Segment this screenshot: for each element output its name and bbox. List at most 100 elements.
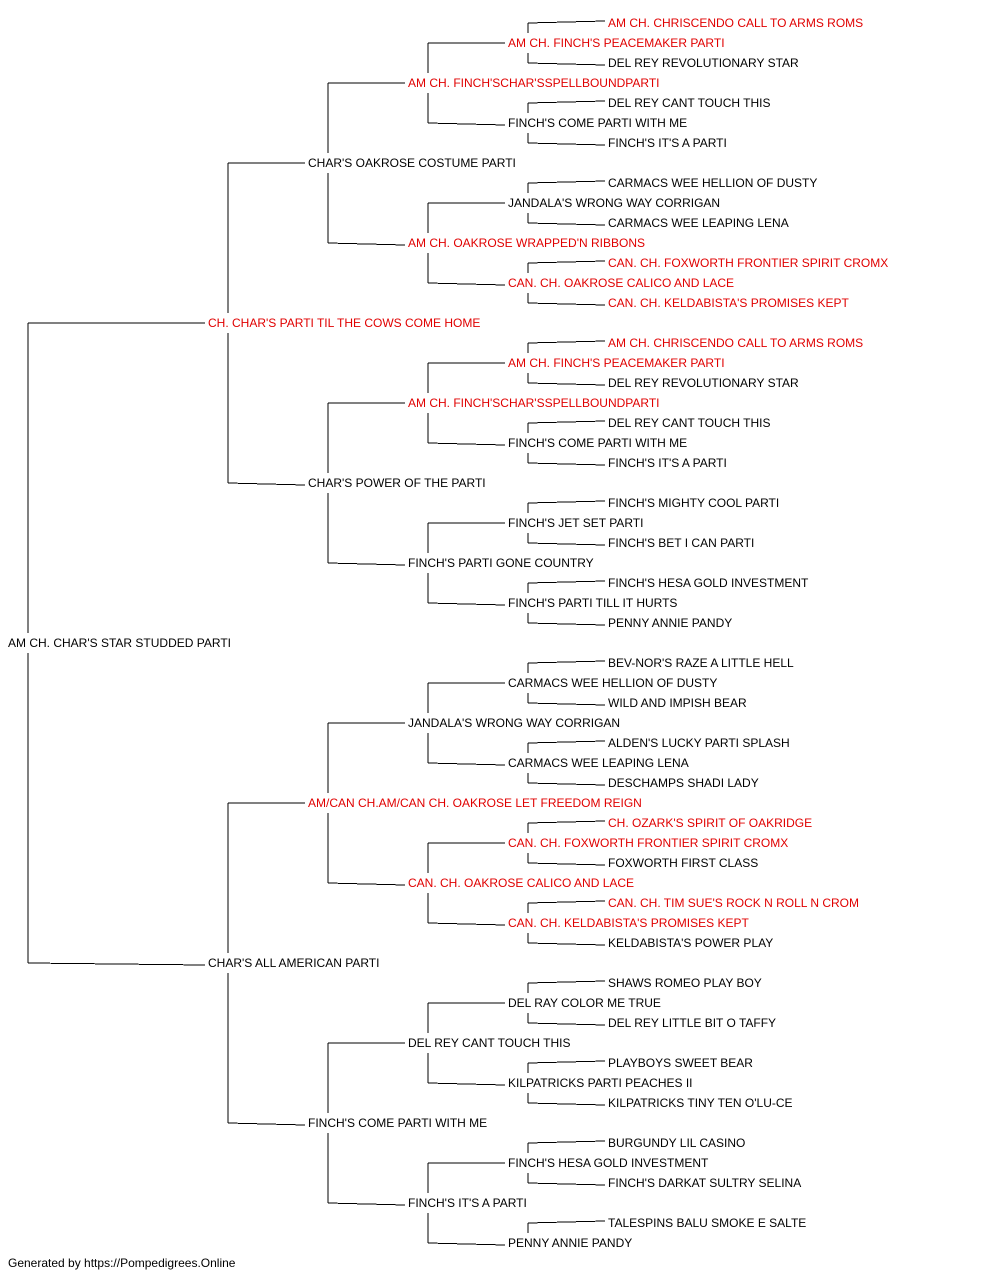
- subject-root-name: AM CH. CHAR'S STAR STUDDED PARTI: [8, 636, 231, 650]
- ggg-grandparent-sire-name: AM CH. CHRISCENDO CALL TO ARMS ROMS: [608, 16, 863, 30]
- ggg-grandparent-dam-name: FOXWORTH FIRST CLASS: [608, 856, 758, 870]
- pedigree-connector: [527, 980, 606, 984]
- ggg-grandparent-dam-name: DEL REY LITTLE BIT O TAFFY: [608, 1016, 776, 1030]
- pedigree-connector: [527, 500, 606, 504]
- pedigree-connector: [527, 340, 606, 344]
- gg-grandparent-dam-name: PENNY ANNIE PANDY: [508, 1236, 632, 1250]
- pedigree-connector: [427, 762, 506, 766]
- pedigree-connector: [527, 142, 606, 146]
- pedigree-connector: [527, 180, 606, 184]
- ggg-grandparent-dam-name: FINCH'S IT'S A PARTI: [608, 456, 727, 470]
- pedigree-connector: [527, 260, 606, 264]
- ggg-grandparent-sire-name: CAN. CH. TIM SUE'S ROCK N ROLL N CROM: [608, 896, 859, 910]
- gg-grandparent-dam-name: CAN. CH. KELDABISTA'S PROMISES KEPT: [508, 916, 749, 930]
- pedigree-connector: [227, 482, 306, 486]
- pedigree-connector: [327, 1202, 406, 1206]
- ggg-grandparent-sire-name: ALDEN'S LUCKY PARTI SPLASH: [608, 736, 790, 750]
- gg-grandparent-dam-name: FINCH'S PARTI TILL IT HURTS: [508, 596, 677, 610]
- pedigree-connector: [527, 660, 606, 664]
- pedigree-connector: [527, 222, 606, 226]
- ggg-grandparent-dam-name: PENNY ANNIE PANDY: [608, 616, 732, 630]
- gg-grandparent-dam-name: FINCH'S COME PARTI WITH ME: [508, 436, 687, 450]
- ggg-grandparent-dam-name: DEL REY REVOLUTIONARY STAR: [608, 376, 799, 390]
- gg-grandparent-sire-name: FINCH'S HESA GOLD INVESTMENT: [508, 1156, 709, 1170]
- pedigree-connector: [427, 282, 506, 286]
- ggg-grandparent-sire-name: CARMACS WEE HELLION OF DUSTY: [608, 176, 817, 190]
- ggg-grandparent-sire-name: BURGUNDY LIL CASINO: [608, 1136, 745, 1150]
- great-grandparent-dam-name: FINCH'S PARTI GONE COUNTRY: [408, 556, 594, 570]
- grandparent-sire-name: AM/CAN CH.AM/CAN CH. OAKROSE LET FREEDOM…: [308, 796, 642, 810]
- pedigree-connector: [527, 942, 606, 946]
- grandparent-dam-name: CHAR'S POWER OF THE PARTI: [308, 476, 486, 490]
- gg-grandparent-sire-name: JANDALA'S WRONG WAY CORRIGAN: [508, 196, 720, 210]
- pedigree-connector: [527, 820, 606, 824]
- ggg-grandparent-sire-name: BEV-NOR'S RAZE A LITTLE HELL: [608, 656, 794, 670]
- pedigree-connector: [527, 580, 606, 584]
- great-grandparent-dam-name: CAN. CH. OAKROSE CALICO AND LACE: [408, 876, 634, 890]
- pedigree-connector: [427, 602, 506, 606]
- ggg-grandparent-dam-name: DEL REY REVOLUTIONARY STAR: [608, 56, 799, 70]
- pedigree-connector: [527, 382, 606, 386]
- pedigree-connector: [427, 442, 506, 446]
- ggg-grandparent-sire-name: CAN. CH. FOXWORTH FRONTIER SPIRIT CROMX: [608, 256, 888, 270]
- gg-grandparent-dam-name: CAN. CH. OAKROSE CALICO AND LACE: [508, 276, 734, 290]
- pedigree-connector: [527, 702, 606, 706]
- ggg-grandparent-sire-name: SHAWS ROMEO PLAY BOY: [608, 976, 762, 990]
- pedigree-connector: [527, 100, 606, 104]
- ggg-grandparent-dam-name: KILPATRICKS TINY TEN O'LU-CE: [608, 1096, 793, 1110]
- ggg-grandparent-dam-name: FINCH'S BET I CAN PARTI: [608, 536, 754, 550]
- pedigree-connector: [527, 62, 606, 66]
- pedigree-connector: [527, 740, 606, 744]
- gg-grandparent-dam-name: CARMACS WEE LEAPING LENA: [508, 756, 689, 770]
- pedigree-connector: [527, 420, 606, 424]
- pedigree-connector: [527, 900, 606, 904]
- pedigree-connector: [327, 882, 406, 886]
- footer-credit: Generated by https://Pompedigrees.Online: [8, 1256, 236, 1270]
- great-grandparent-sire-name: JANDALA'S WRONG WAY CORRIGAN: [408, 716, 620, 730]
- gg-grandparent-sire-name: CAN. CH. FOXWORTH FRONTIER SPIRIT CROMX: [508, 836, 788, 850]
- pedigree-connector: [527, 20, 606, 24]
- grandparent-dam-name: FINCH'S COME PARTI WITH ME: [308, 1116, 487, 1130]
- gg-grandparent-sire-name: CARMACS WEE HELLION OF DUSTY: [508, 676, 717, 690]
- great-grandparent-sire-name: AM CH. FINCH'SCHAR'SSPELLBOUNDPARTI: [408, 396, 660, 410]
- parent-dam-name: CHAR'S ALL AMERICAN PARTI: [208, 956, 379, 970]
- great-grandparent-dam-name: FINCH'S IT'S A PARTI: [408, 1196, 527, 1210]
- ggg-grandparent-dam-name: CAN. CH. KELDABISTA'S PROMISES KEPT: [608, 296, 849, 310]
- grandparent-sire-name: CHAR'S OAKROSE COSTUME PARTI: [308, 156, 516, 170]
- ggg-grandparent-sire-name: DEL REY CANT TOUCH THIS: [608, 96, 771, 110]
- pedigree-connector: [227, 1122, 306, 1126]
- gg-grandparent-sire-name: DEL RAY COLOR ME TRUE: [508, 996, 661, 1010]
- pedigree-connector: [527, 542, 606, 546]
- gg-grandparent-sire-name: AM CH. FINCH'S PEACEMAKER PARTI: [508, 356, 725, 370]
- pedigree-connector: [527, 462, 606, 466]
- ggg-grandparent-sire-name: CH. OZARK'S SPIRIT OF OAKRIDGE: [608, 816, 812, 830]
- connector-lines: [27, 20, 606, 1246]
- ggg-grandparent-dam-name: DESCHAMPS SHADI LADY: [608, 776, 759, 790]
- pedigree-connector: [527, 622, 606, 626]
- ggg-grandparent-sire-name: AM CH. CHRISCENDO CALL TO ARMS ROMS: [608, 336, 863, 350]
- pedigree-connector: [327, 562, 406, 566]
- dog-labels: AM CH. CHAR'S STAR STUDDED PARTI CH. CHAR…: [8, 16, 888, 1250]
- gg-grandparent-sire-name: FINCH'S JET SET PARTI: [508, 516, 643, 530]
- pedigree-connector: [527, 1102, 606, 1106]
- pedigree-connector: [527, 302, 606, 306]
- ggg-grandparent-sire-name: FINCH'S HESA GOLD INVESTMENT: [608, 576, 809, 590]
- gg-grandparent-sire-name: AM CH. FINCH'S PEACEMAKER PARTI: [508, 36, 725, 50]
- parent-sire-name: CH. CHAR'S PARTI TIL THE COWS COME HOME: [208, 316, 480, 330]
- pedigree-connector: [427, 1242, 506, 1246]
- gg-grandparent-dam-name: KILPATRICKS PARTI PEACHES II: [508, 1076, 693, 1090]
- ggg-grandparent-dam-name: FINCH'S DARKAT SULTRY SELINA: [608, 1176, 801, 1190]
- ggg-grandparent-sire-name: TALESPINS BALU SMOKE E SALTE: [608, 1216, 806, 1230]
- ggg-grandparent-dam-name: CARMACS WEE LEAPING LENA: [608, 216, 789, 230]
- ggg-grandparent-dam-name: KELDABISTA'S POWER PLAY: [608, 936, 773, 950]
- pedigree-connector: [427, 122, 506, 126]
- pedigree-connector: [427, 1082, 506, 1086]
- pedigree-connector: [527, 1182, 606, 1186]
- pedigree-connector: [427, 922, 506, 926]
- ggg-grandparent-sire-name: FINCH'S MIGHTY COOL PARTI: [608, 496, 779, 510]
- ggg-grandparent-dam-name: FINCH'S IT'S A PARTI: [608, 136, 727, 150]
- pedigree-connector: [527, 862, 606, 866]
- ggg-grandparent-sire-name: PLAYBOYS SWEET BEAR: [608, 1056, 753, 1070]
- ggg-grandparent-dam-name: WILD AND IMPISH BEAR: [608, 696, 747, 710]
- ggg-grandparent-sire-name: DEL REY CANT TOUCH THIS: [608, 416, 771, 430]
